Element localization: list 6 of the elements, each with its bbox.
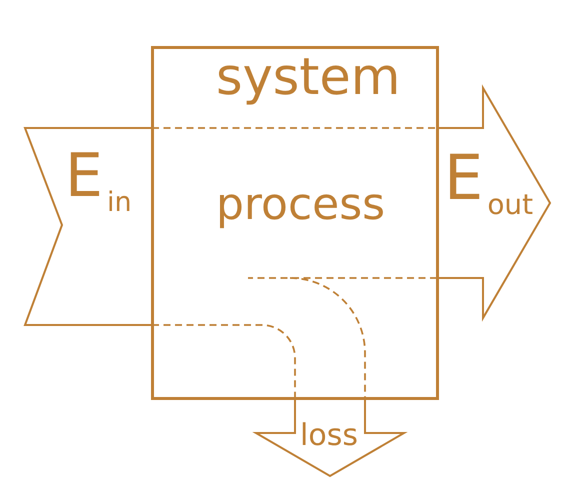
process-label: process [216, 180, 386, 231]
loss-label: loss [300, 419, 358, 454]
energy-label: E$_{out}$ [444, 142, 534, 220]
box-title: system [216, 49, 400, 108]
system-box [151, 46, 439, 400]
energy-label: E$_{in}$ [65, 142, 132, 216]
